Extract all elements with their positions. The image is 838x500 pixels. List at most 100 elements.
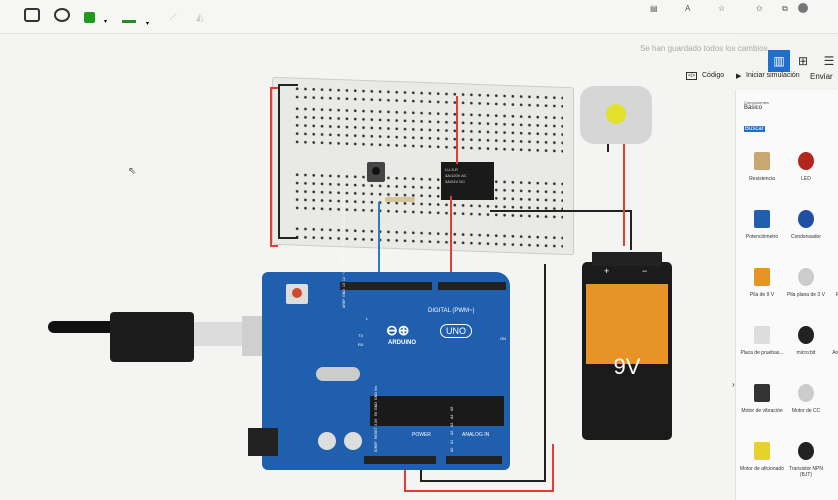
on-label: ON — [500, 336, 506, 341]
eye-comment-icon[interactable] — [54, 8, 70, 22]
play-icon: ▶ — [736, 73, 742, 80]
wire-red[interactable] — [623, 144, 625, 246]
capacitor — [344, 432, 362, 450]
component-tile[interactable]: Pulsador — [828, 146, 838, 198]
read-aloud-icon[interactable]: A — [685, 4, 691, 13]
arduino-brand: ARDUINO — [388, 340, 416, 346]
component-tile[interactable]: Arduino Uno R3 — [828, 320, 838, 372]
wire-black[interactable] — [607, 144, 609, 152]
wire-black[interactable] — [544, 264, 546, 454]
component-tile[interactable]: Pila de 1,5 V — [828, 262, 838, 314]
component-tile[interactable]: Motor de aficionado — [740, 436, 784, 488]
terminal-strip-top[interactable] — [293, 104, 563, 158]
component-list-button[interactable]: ☰ — [823, 54, 835, 68]
analog-header[interactable] — [446, 456, 502, 464]
positive-label: + — [604, 266, 610, 276]
component-tile[interactable]: Transistor NPN (BJT) — [784, 436, 828, 488]
component-tile[interactable]: Motor de CC — [784, 378, 828, 430]
chevron-down-icon[interactable]: ▾ — [104, 19, 108, 25]
component-tile[interactable]: Pila de 9 V — [740, 262, 784, 314]
chevron-right-icon[interactable]: › — [732, 380, 735, 389]
start-simulation-button[interactable]: Iniciar simulación — [746, 72, 800, 79]
wire-black[interactable] — [278, 84, 298, 239]
wire-black[interactable] — [490, 210, 632, 250]
favorite-icon[interactable]: ☆ — [718, 4, 726, 13]
circuit-view-button[interactable]: ▥ — [768, 50, 790, 72]
power-label: POWER — [412, 432, 431, 438]
relay-rating-dc: 3A/24V DC — [445, 179, 466, 184]
component-tile[interactable]: Resistencia — [740, 146, 784, 198]
power-rail-top[interactable] — [293, 84, 563, 108]
component-tile[interactable]: Condensador — [784, 204, 828, 256]
component-label: Arduino Uno R3 — [832, 350, 838, 356]
component-label: Pila de 9 V — [749, 292, 775, 298]
component-tile[interactable]: Pila plana de 3 V — [784, 262, 828, 314]
battery-voltage-label: 9V — [613, 354, 641, 379]
component-tile[interactable]: Placa de pruebas... — [740, 320, 784, 372]
schematic-view-button[interactable]: ⊞ — [797, 54, 809, 68]
line-color-button[interactable] — [122, 20, 136, 23]
component-tile[interactable]: Microservo — [828, 378, 838, 430]
component-tile[interactable]: LED — [784, 146, 828, 198]
component-tile[interactable]: LED RGB — [828, 436, 838, 488]
component-tile[interactable]: Motor de vibración — [740, 378, 784, 430]
power-jack[interactable] — [248, 428, 278, 456]
favorites-icon[interactable]: ✩ — [756, 4, 763, 13]
wire-red[interactable] — [450, 196, 452, 326]
motor-shaft — [606, 104, 626, 124]
relay[interactable]: LU-5-R 3A/120V AC 3A/24V DC — [441, 162, 494, 200]
component-label: Pulsador — [828, 176, 838, 182]
component-icon — [754, 442, 770, 460]
collections-icon[interactable]: ⧉ — [782, 4, 788, 13]
dc-motor[interactable] — [580, 86, 652, 144]
send-button[interactable]: Enviar — [810, 72, 833, 81]
reader-icon[interactable]: ▤ — [650, 4, 658, 13]
component-tile[interactable]: Interruptor deslizante — [828, 204, 838, 256]
component-tile[interactable]: micro:bit — [784, 320, 828, 372]
fill-color-button[interactable] — [84, 12, 95, 23]
component-label: micro:bit — [796, 350, 816, 356]
code-button[interactable]: Código — [702, 72, 725, 79]
wire-red[interactable] — [270, 87, 278, 247]
power-header[interactable] — [364, 456, 436, 464]
capacitor — [318, 432, 336, 450]
component-label: Pila plana de 3 V — [787, 292, 825, 298]
category-label: Componentes — [744, 100, 769, 105]
category-select[interactable]: Básico — [744, 105, 763, 111]
crystal — [316, 367, 360, 381]
chevron-down-icon[interactable]: ▾ — [146, 21, 150, 27]
digital-header-low[interactable] — [438, 282, 506, 290]
component-icon — [754, 326, 770, 344]
pushbutton[interactable] — [367, 162, 385, 182]
notes-icon[interactable] — [24, 8, 40, 22]
arduino-logo-icon: ⊖⊕ — [386, 322, 410, 338]
atmega-chip — [370, 396, 504, 426]
analog-label: ANALOG IN — [462, 432, 490, 438]
wire-red[interactable] — [456, 96, 458, 164]
component-label: Motor de vibración — [741, 408, 783, 414]
wire-blue[interactable] — [378, 202, 380, 327]
align-icon[interactable]: ⟋ — [170, 12, 177, 23]
tx-label: TX — [358, 333, 364, 338]
mouse-cursor-icon: ⇖ — [128, 166, 137, 177]
component-label: Potenciómetro — [745, 234, 779, 240]
search-input[interactable]: Buscar — [744, 126, 765, 132]
usb-plug[interactable] — [110, 312, 194, 362]
component-tile[interactable]: Potenciómetro — [740, 204, 784, 256]
component-label: Pila de 1,5 V — [835, 292, 838, 298]
component-label: Interruptor deslizante — [828, 234, 838, 246]
resistor[interactable] — [385, 197, 415, 202]
reset-button[interactable] — [286, 284, 308, 304]
battery-9v[interactable]: + − 9V — [582, 252, 672, 440]
digital-header-high[interactable] — [340, 282, 432, 290]
profile-avatar[interactable] — [798, 3, 808, 13]
component-icon — [754, 268, 770, 286]
negative-label: − — [642, 266, 648, 276]
mirror-icon[interactable]: ◭ — [196, 12, 204, 23]
relay-rating-ac: 3A/120V AC — [445, 173, 467, 178]
component-icon — [754, 210, 770, 228]
component-icon — [798, 210, 814, 228]
